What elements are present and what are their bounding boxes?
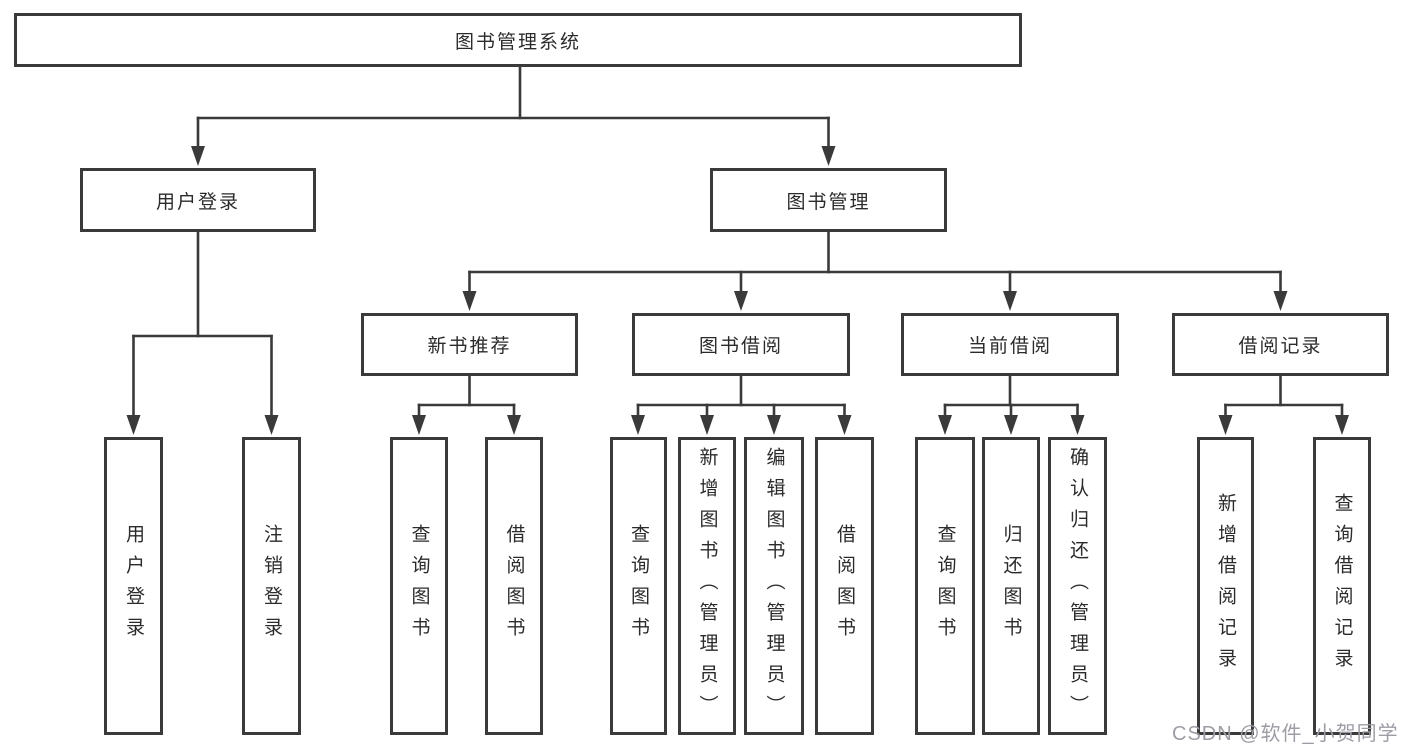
node-current-borrow: 当前借阅: [901, 313, 1119, 376]
node-leaf-user-login: 用户登录: [104, 437, 163, 735]
node-root: 图书管理系统: [14, 13, 1022, 67]
node-leaf-query-books-1: 查询图书: [390, 437, 448, 735]
node-leaf-confirm-return-admin: 确认归还（管理员）: [1048, 437, 1107, 735]
node-leaf-borrow-books-2-label: 借阅图书: [834, 524, 855, 648]
node-leaf-query-borrow-record-label: 查询借阅记录: [1331, 493, 1353, 679]
node-leaf-borrow-books-2: 借阅图书: [815, 437, 874, 735]
node-leaf-return-book: 归还图书: [982, 437, 1040, 735]
node-leaf-query-books-3-label: 查询图书: [934, 524, 956, 648]
node-leaf-query-books-2-label: 查询图书: [628, 524, 649, 648]
node-leaf-return-book-label: 归还图书: [1000, 524, 1022, 648]
node-new-book-recommend: 新书推荐: [361, 313, 578, 376]
node-book-borrow-label: 图书借阅: [698, 336, 783, 357]
node-leaf-logout-label: 注销登录: [261, 524, 282, 648]
node-leaf-add-book-admin-label: 新增图书（管理员）: [696, 446, 718, 726]
csdn-watermark: CSDN @软件_小贺同学: [1172, 723, 1399, 745]
node-leaf-edit-book-admin-label: 编辑图书（管理员）: [763, 446, 785, 726]
node-leaf-borrow-books-1-label: 借阅图书: [503, 524, 525, 648]
node-leaf-user-login-label: 用户登录: [123, 524, 144, 648]
node-leaf-confirm-return-admin-label: 确认归还（管理员）: [1067, 446, 1088, 726]
node-borrow-records-label: 借阅记录: [1238, 336, 1323, 357]
node-leaf-query-books-2: 查询图书: [610, 437, 667, 735]
node-leaf-borrow-books-1: 借阅图书: [485, 437, 543, 735]
node-leaf-add-borrow-record: 新增借阅记录: [1197, 437, 1254, 735]
node-current-borrow-label: 当前借阅: [967, 336, 1052, 357]
node-leaf-edit-book-admin: 编辑图书（管理员）: [744, 437, 804, 735]
node-book-management: 图书管理: [710, 168, 947, 232]
node-book-management-label: 图书管理: [786, 191, 871, 213]
node-book-borrow: 图书借阅: [632, 313, 850, 376]
node-leaf-add-borrow-record-label: 新增借阅记录: [1215, 493, 1236, 679]
node-borrow-records: 借阅记录: [1172, 313, 1389, 376]
node-new-book-recommend-label: 新书推荐: [427, 336, 512, 357]
node-leaf-add-book-admin: 新增图书（管理员）: [678, 437, 736, 735]
node-user-login-label: 用户登录: [155, 191, 240, 213]
node-root-label: 图书管理系统: [454, 31, 581, 53]
node-leaf-query-borrow-record: 查询借阅记录: [1313, 437, 1371, 735]
node-leaf-query-books-1-label: 查询图书: [408, 524, 430, 648]
node-leaf-query-books-3: 查询图书: [915, 437, 975, 735]
node-leaf-logout: 注销登录: [242, 437, 301, 735]
node-user-login: 用户登录: [80, 168, 316, 232]
